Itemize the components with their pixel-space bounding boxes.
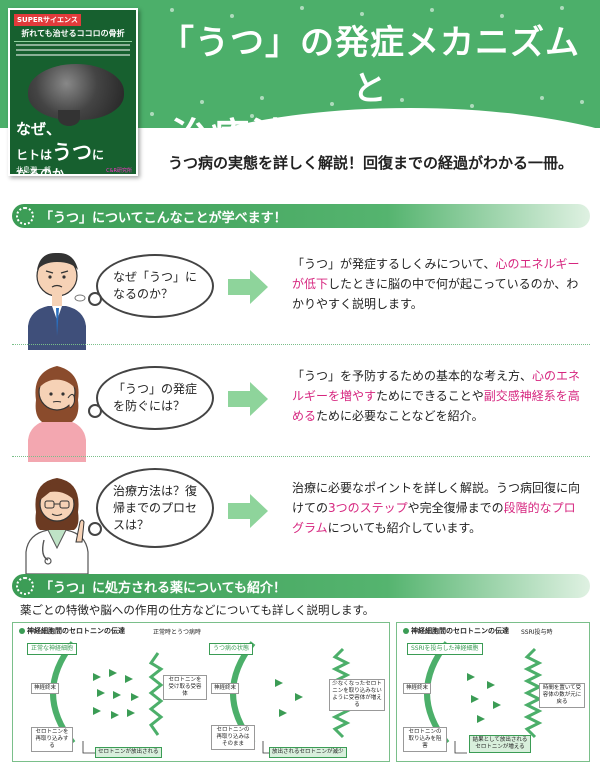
- answer-highlight: 3つのステップ: [328, 501, 408, 515]
- answer-part: ために必要なことなどを紹介。: [316, 409, 484, 423]
- panel-title: 神経細胞間のセロトニンの伝達: [403, 626, 509, 636]
- book-author: 北島潤一郎: [16, 166, 51, 174]
- diagram-label: 少なくなったセロトニンを取り込みないように受容体が増える: [329, 679, 385, 711]
- answer-highlight: 心のエネルギーを増やす: [292, 369, 581, 403]
- section-medicine-title: 「うつ」に処方される薬についても紹介！: [40, 581, 286, 596]
- hero-dot: [430, 8, 434, 12]
- man-worried-icon: [28, 252, 86, 350]
- headline-line2: 治療法がよくわかる！: [170, 115, 570, 140]
- hero-dot: [260, 96, 264, 100]
- question-bubble: 「うつ」の発症を防ぐには？: [88, 366, 214, 430]
- hero-dot: [500, 14, 504, 18]
- book-tagline: 折れても治せるココロの骨折: [14, 28, 132, 42]
- diagram-label: セロトニンの再取り込みはそのまま: [211, 725, 255, 750]
- question-bubble: なぜ「うつ」になるのか？: [88, 254, 214, 318]
- diagram-label: 放出されるセロトニンが減少: [269, 747, 347, 758]
- book-publisher: C&R研究所: [106, 168, 132, 174]
- answer-text: 「うつ」が発症するしくみについて、心のエネルギーが低下したときに脳の中で何が起こ…: [292, 254, 586, 314]
- panel-tag: 正常な神経細胞: [27, 643, 78, 655]
- section-learn-title: 「うつ」についてこんなことが学べます！: [40, 211, 287, 226]
- question-text: 治療方法は？復帰までのプロセスは？: [113, 483, 198, 532]
- answer-part: ためにできることや: [376, 389, 484, 403]
- hero-dot: [540, 96, 544, 100]
- answer-text: 「うつ」を予防するための基本的な考え方、心のエネルギーを増やすためにできることや…: [292, 366, 586, 426]
- answer-text: 治療に必要なポイントを詳しく解説。うつ病回復に向けての3つのステップや完全復帰ま…: [292, 478, 586, 538]
- row-divider: [12, 456, 590, 457]
- question-text: 「うつ」の発症を防ぐには？: [113, 382, 198, 413]
- panel-title-text: 神経細胞間のセロトニンの伝達: [411, 627, 509, 635]
- section-learn-header: 「うつ」についてこんなことが学べます！: [12, 204, 590, 228]
- headline-line1: 「うつ」の発症メカニズムと: [160, 23, 580, 109]
- question-text: なぜ「うつ」になるのか？: [113, 270, 198, 301]
- diagram-panel-normal-vs-depression: 神経細胞間のセロトニンの伝達 正常時とうつ病時 正常な神経細胞 うつ病の状態 神…: [12, 622, 390, 762]
- medicine-note: 薬ごとの特徴や脳への作用の仕方などについても詳しく説明します。: [20, 603, 375, 617]
- doctor-icon: [25, 478, 89, 574]
- diagram-label: セロトニンが放出される: [95, 747, 162, 758]
- panel-tag: うつ病の状態: [209, 643, 254, 655]
- panel-title: 神経細胞間のセロトニンの伝達: [19, 626, 125, 636]
- answer-highlight: 副交感神経系を高める: [292, 389, 580, 423]
- panel-title-text: 神経細胞間のセロトニンの伝達: [27, 627, 125, 635]
- answer-part: 「うつ」が発症するしくみについて、: [292, 257, 496, 271]
- brain-illustration: [28, 64, 124, 126]
- woman-thinking-icon: [28, 366, 86, 462]
- book-cover: SUPERサイエンス 折れても治せるココロの骨折 なぜ、 ヒトはうつに なるのか…: [8, 8, 138, 176]
- answer-part: 治療に必要なポイントを詳しく解説。うつ病回復に向けての: [292, 481, 581, 515]
- answer-highlight: 段階的なプログラム: [292, 501, 576, 535]
- hero-dot: [300, 6, 304, 10]
- headline: 「うつ」の発症メカニズムと 治療法がよくわかる！: [150, 20, 590, 140]
- book-title-line3: なるのか: [16, 167, 65, 176]
- diagram-label: 時間を置いて受容体の数が元に戻る: [539, 683, 585, 708]
- answer-part: や完全復帰までの: [407, 501, 504, 515]
- section-medicine-header: 「うつ」に処方される薬についても紹介！: [12, 574, 590, 598]
- row-divider: [12, 344, 590, 345]
- hero-dot: [170, 8, 174, 12]
- hero-dot: [150, 112, 154, 116]
- book-title-utsu: うつ: [52, 140, 93, 164]
- arrow-right-icon: [228, 494, 268, 528]
- answer-part: 「うつ」を予防するための基本的な考え方、: [292, 369, 533, 383]
- diagram-label: 神経終末: [403, 683, 432, 694]
- hero-dot: [200, 100, 204, 104]
- diagram-panel-ssri: 神経細胞間のセロトニンの伝達 SSRI投与時 SSRIを投与した神経細胞 神経終…: [396, 622, 590, 762]
- hero-banner: 「うつ」の発症メカニズムと 治療法がよくわかる！: [0, 0, 600, 140]
- book-blurb: [16, 44, 130, 64]
- arrow-right-icon: [228, 270, 268, 304]
- learn-row-3: 治療方法は？復帰までのプロセスは？ 治療に必要なポイントを詳しく解説。うつ病回復…: [12, 460, 590, 578]
- panel-subtitle: SSRI投与時: [521, 629, 553, 636]
- answer-part: したときに脳の中で何が起こっているのか、わかりやすく説明します。: [292, 277, 579, 311]
- diagram-label: 神経終末: [31, 683, 60, 694]
- answer-highlight: 心のエネルギーが低下: [292, 257, 580, 291]
- answer-part: についても紹介しています。: [327, 521, 482, 535]
- hero-dot: [400, 98, 404, 102]
- book-series: SUPERサイエンス: [14, 14, 81, 26]
- book-title-hito: ヒトは: [16, 148, 53, 162]
- hero-dot: [580, 100, 584, 104]
- diagram-label: 神経終末: [211, 683, 240, 694]
- hero-dot: [470, 104, 474, 108]
- diagram-label: セロトニンの取り込みを阻害: [403, 727, 447, 752]
- hero-dot: [330, 102, 334, 106]
- hero-dot: [250, 114, 254, 118]
- diagram-label: セロトニンを再取り込みする: [31, 727, 73, 752]
- learn-row-1: なぜ「うつ」になるのか？ 「うつ」が発症するしくみについて、心のエネルギーが低下…: [12, 236, 590, 354]
- arrow-right-icon: [228, 382, 268, 416]
- ring-icon: [16, 577, 34, 595]
- learn-row-2: 「うつ」の発症を防ぐには？ 「うつ」を予防するための基本的な考え方、心のエネルギ…: [12, 348, 590, 466]
- subtitle: うつ病の実態を詳しく解説！回復までの経過がわかる一冊。: [168, 154, 574, 172]
- ring-icon: [16, 207, 34, 225]
- hero-dot: [360, 12, 364, 16]
- book-title-ni: に: [92, 148, 105, 162]
- book-title-line1: なぜ、: [16, 120, 62, 138]
- book-title-line2: ヒトはうつに なるのか: [16, 136, 105, 176]
- question-bubble: 治療方法は？復帰までのプロセスは？: [88, 468, 214, 548]
- panel-tag: SSRIを投与した神経細胞: [407, 643, 483, 655]
- hero-dot: [560, 6, 564, 10]
- diagram-label: 結果として放出されるセロトニンが増える: [469, 735, 531, 753]
- panel-subtitle: 正常時とうつ病時: [153, 629, 202, 636]
- hero-dot: [230, 14, 234, 18]
- diagram-label: セロトニンを受け取る受容体: [163, 675, 207, 700]
